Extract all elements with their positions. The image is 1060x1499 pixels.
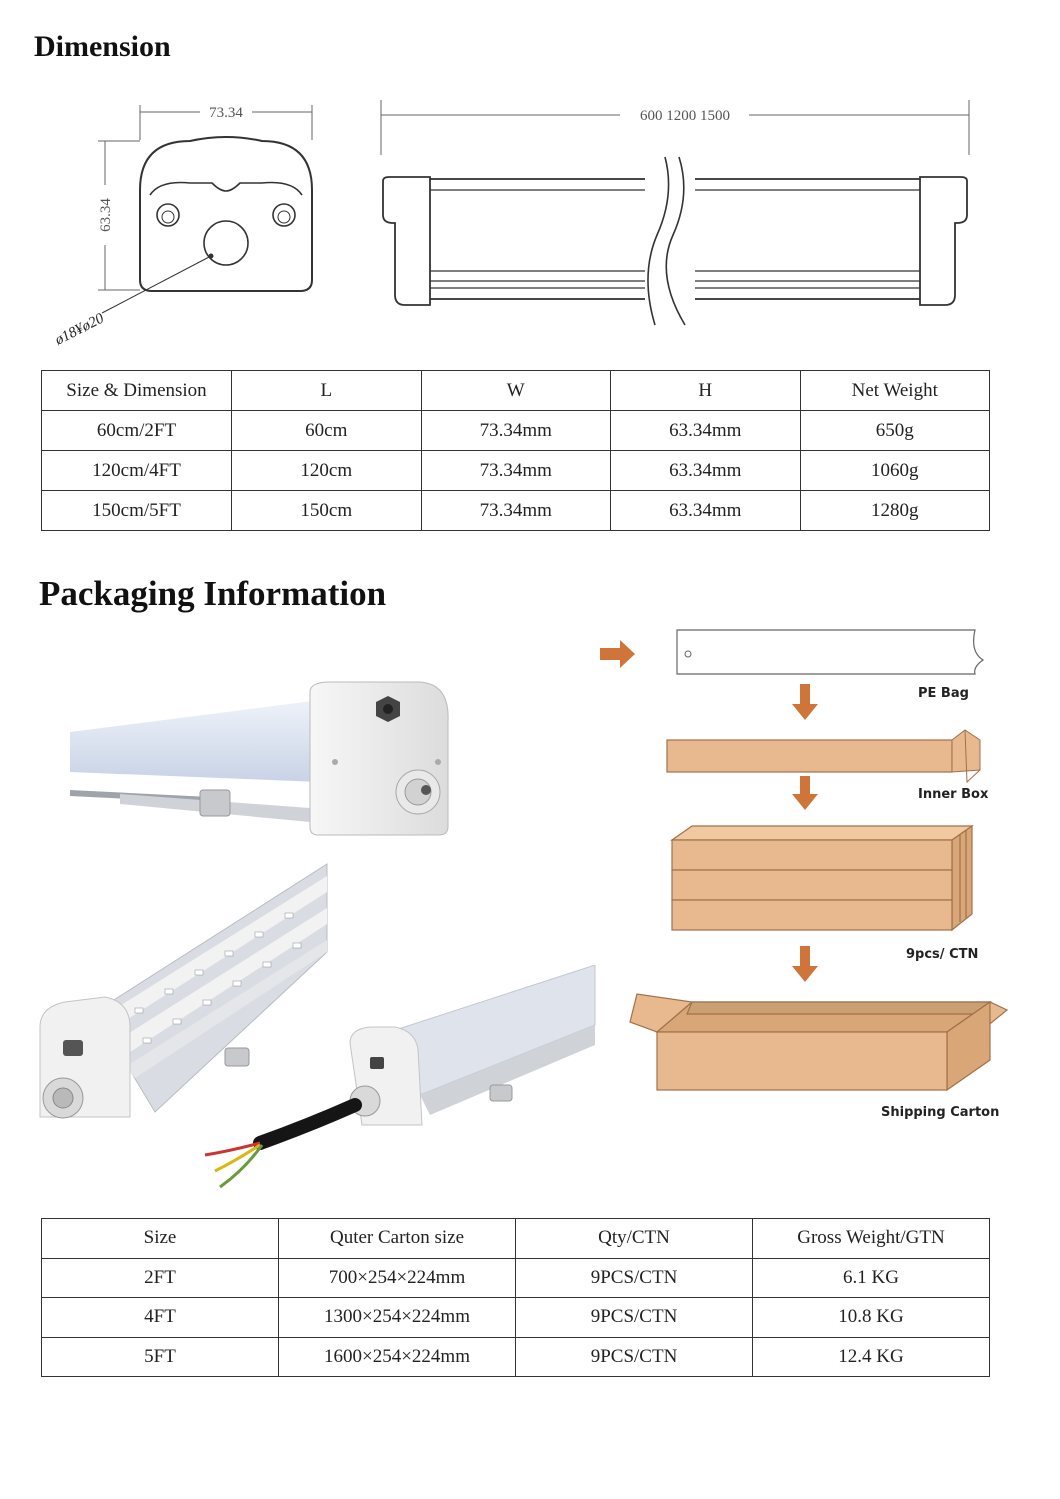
table-cell: 1280g <box>799 490 990 531</box>
table-cell: 1300×254×224mm <box>278 1297 516 1338</box>
product-photo-wired <box>204 965 596 1189</box>
hole-diameter-label: ø18¥ø20 <box>52 310 107 349</box>
table-cell: 9PCS/CTN <box>515 1257 753 1298</box>
shipping-carton-label: Shipping Carton <box>881 1105 999 1120</box>
table-cell: 120cm <box>231 450 422 491</box>
table-header-cell: W <box>420 370 611 411</box>
table-cell: 6.1 KG <box>752 1257 990 1298</box>
dimension-heading: Dimension <box>34 30 171 63</box>
dimension-table: Size & Dimension L W H Net Weight 60cm/2… <box>41 370 990 531</box>
table-header-cell: Net Weight <box>799 370 990 411</box>
table-cell: 73.34mm <box>420 450 611 491</box>
table-row: 4FT 1300×254×224mm 9PCS/CTN 10.8 KG <box>41 1297 990 1338</box>
arrow-right-icon <box>600 640 635 668</box>
per-carton-label: 9pcs/ CTN <box>906 947 978 962</box>
inner-box-illustration <box>666 739 953 773</box>
height-dimension-label: 63.34 <box>98 198 114 232</box>
arrow-down-icon <box>792 684 818 720</box>
table-header-cell: Quter Carton size <box>278 1218 516 1259</box>
table-cell: 150cm <box>231 490 422 531</box>
table-cell: 12.4 KG <box>752 1336 990 1377</box>
table-cell: 73.34mm <box>420 410 611 451</box>
table-cell: 120cm/4FT <box>41 450 232 491</box>
arrow-down-icon <box>792 776 818 810</box>
shipping-carton-illustration <box>629 993 1009 1092</box>
table-cell: 5FT <box>41 1336 279 1377</box>
table-cell: 63.34mm <box>610 490 801 531</box>
table-header-cell: H <box>610 370 801 411</box>
table-header-cell: Size <box>41 1218 279 1259</box>
table-row: 60cm/2FT 60cm 73.34mm 63.34mm 650g <box>41 410 990 451</box>
table-cell: 4FT <box>41 1297 279 1338</box>
stacked-boxes-illustration <box>670 824 974 932</box>
table-cell: 63.34mm <box>610 410 801 451</box>
end-view-drawing: 73.34 63.34 ø18¥ø20 <box>52 105 313 349</box>
packaging-heading: Packaging Information <box>39 574 387 613</box>
table-row: 150cm/5FT 150cm 73.34mm 63.34mm 1280g <box>41 490 990 531</box>
table-row: 2FT 700×254×224mm 9PCS/CTN 6.1 KG <box>41 1257 990 1298</box>
table-header-cell: L <box>231 370 422 411</box>
arrow-down-icon <box>792 946 818 982</box>
table-header-cell: Size & Dimension <box>41 370 232 411</box>
table-cell: 150cm/5FT <box>41 490 232 531</box>
table-cell: 700×254×224mm <box>278 1257 516 1298</box>
table-cell: 2FT <box>41 1257 279 1298</box>
table-cell: 9PCS/CTN <box>515 1297 753 1338</box>
table-cell: 60cm/2FT <box>41 410 232 451</box>
table-cell: 650g <box>799 410 990 451</box>
side-view-drawing: 600 1200 1500 <box>380 100 970 330</box>
table-cell: 63.34mm <box>610 450 801 491</box>
packaging-flow-diagram: PE Bag Inner Box 9pcs/ CTN Shipping Cart… <box>600 629 1009 1120</box>
table-row: 120cm/4FT 120cm 73.34mm 63.34mm 1060g <box>41 450 990 491</box>
product-photo-endcap <box>70 681 449 836</box>
table-cell: 73.34mm <box>420 490 611 531</box>
length-dimension-label: 600 1200 1500 <box>640 108 730 124</box>
table-header-row: Size Quter Carton size Qty/CTN Gross Wei… <box>41 1218 990 1259</box>
table-cell: 10.8 KG <box>752 1297 990 1338</box>
inner-box-label: Inner Box <box>918 787 989 802</box>
pe-bag-illustration <box>676 629 985 675</box>
table-cell: 9PCS/CTN <box>515 1336 753 1377</box>
pe-bag-label: PE Bag <box>918 686 969 701</box>
table-header-cell: Gross Weight/GTN <box>752 1218 990 1259</box>
table-row: 5FT 1600×254×224mm 9PCS/CTN 12.4 KG <box>41 1336 990 1377</box>
table-cell: 1060g <box>799 450 990 491</box>
table-header-row: Size & Dimension L W H Net Weight <box>41 370 990 411</box>
width-dimension-label: 73.34 <box>209 105 243 121</box>
table-cell: 1600×254×224mm <box>278 1336 516 1377</box>
table-header-cell: Qty/CTN <box>515 1218 753 1259</box>
product-photo-led-boards <box>39 863 328 1119</box>
table-cell: 60cm <box>231 410 422 451</box>
packaging-table: Size Quter Carton size Qty/CTN Gross Wei… <box>41 1218 990 1377</box>
